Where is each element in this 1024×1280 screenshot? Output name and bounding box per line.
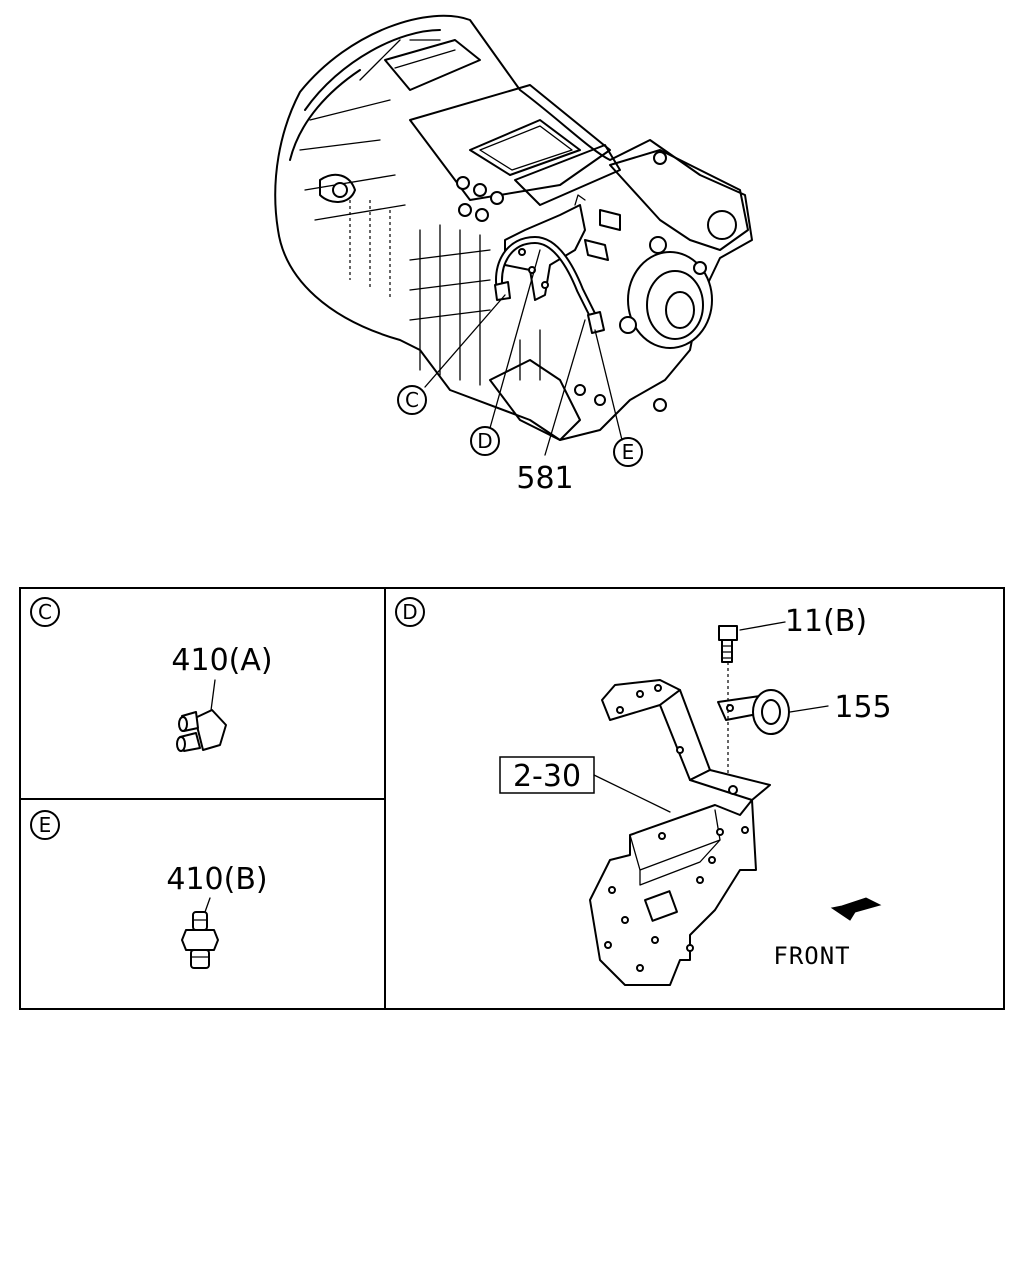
panel-c-callout: C <box>30 597 60 627</box>
panel-e: E 410(B) <box>30 810 268 969</box>
fitting-e <box>587 311 605 334</box>
detail-frame <box>19 587 1005 1010</box>
svg-text:D: D <box>402 600 417 624</box>
panel-d: D 11(B) 155 <box>395 597 892 986</box>
bracket-icon <box>589 679 771 986</box>
fitting-410a-icon <box>176 709 227 752</box>
svg-text:E: E <box>622 440 635 464</box>
bolt-11b-icon <box>718 625 738 663</box>
front-label: FRONT <box>773 942 850 970</box>
fitting-410b-icon <box>181 911 219 969</box>
front-arrow-icon <box>830 897 882 921</box>
part-label-410a: 410(A) <box>171 643 272 678</box>
fitting-c <box>494 281 511 301</box>
svg-text:D: D <box>477 429 492 453</box>
panel-c: C 410(A) <box>30 597 273 752</box>
part-number-581: 581 <box>516 461 573 496</box>
callout-e-top: E <box>613 437 643 467</box>
panel-d-callout: D <box>395 597 425 627</box>
output-flange <box>619 236 713 349</box>
part-label-155: 155 <box>834 690 891 725</box>
svg-text:E: E <box>39 813 52 837</box>
ref-box-2-30: 2-30 <box>499 756 595 794</box>
part-label-410b: 410(B) <box>166 862 267 897</box>
svg-text:C: C <box>38 600 52 624</box>
callout-c-top: C <box>397 385 427 415</box>
case-bosses <box>456 176 504 222</box>
svg-text:C: C <box>405 388 419 412</box>
svg-text:2-30: 2-30 <box>513 759 581 794</box>
pipe-581 <box>495 235 599 324</box>
callout-d-top: D <box>470 426 500 456</box>
panel-e-callout: E <box>30 810 60 840</box>
clip-155-icon <box>717 689 790 735</box>
part-label-11b: 11(B) <box>785 604 867 639</box>
transmission-assembly-illustration <box>274 14 753 456</box>
